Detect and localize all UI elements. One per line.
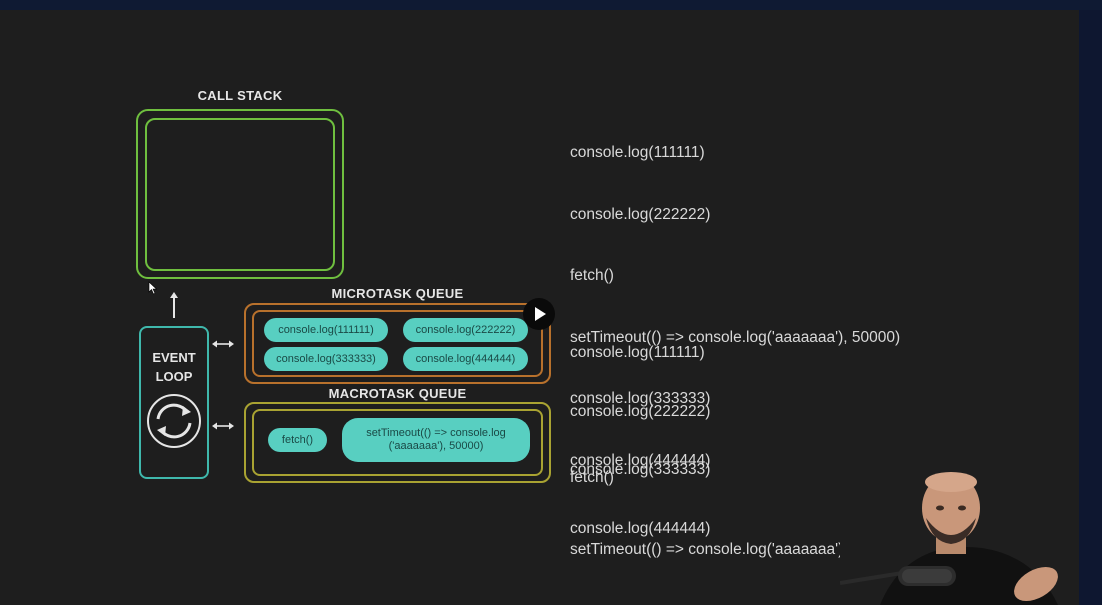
microtask-queue-outer-frame: [244, 303, 551, 384]
code-line: console.log(111111): [570, 144, 705, 161]
macrotask-queue-inner-frame: [252, 409, 543, 476]
double-arrow-icon: [212, 340, 234, 348]
macrotask-queue-outer-frame: [244, 402, 551, 483]
microtask-queue-inner-frame: [252, 310, 543, 377]
event-loop-label-line2: LOOP: [155, 369, 193, 384]
top-bar: [0, 0, 1102, 10]
microtask-item: console.log(333333): [264, 347, 388, 371]
microtask-queue-label: MICROTASK QUEUE: [331, 286, 464, 301]
code-line: console.log(444444): [570, 519, 711, 537]
macrotask-item: fetch(): [268, 428, 327, 452]
macrotask-item: setTimeout(() => console.log ('aaaaaaa')…: [342, 418, 530, 462]
code-line: fetch(): [570, 267, 614, 284]
code-line: console.log(222222): [570, 402, 711, 420]
code-block-source: console.log(111111) console.log(222222) …: [570, 102, 900, 492]
macrotask-queue-label: MACROTASK QUEUE: [328, 386, 467, 401]
call-stack-inner-frame: [145, 118, 335, 271]
call-stack-outer-frame: [136, 109, 344, 279]
play-icon: [535, 307, 546, 321]
code-line: fetch(): [570, 469, 614, 486]
microtask-item: console.log(444444): [403, 347, 528, 371]
presenter-image: [840, 468, 1079, 605]
microtask-item: console.log(111111): [264, 318, 388, 342]
call-stack-label: CALL STACK: [197, 88, 283, 103]
microtask-item: console.log(222222): [403, 318, 528, 342]
code-line: console.log(333333): [570, 390, 711, 407]
event-loop-label-line1: EVENT: [152, 350, 196, 365]
code-block-macrotasks: fetch() setTimeout(() => console.log('aa…: [570, 418, 900, 586]
code-line: setTimeout(() => console.log('aaaaaaa'),…: [570, 328, 901, 346]
right-bar: [1079, 10, 1102, 605]
cursor-icon: [148, 281, 158, 295]
code-line: console.log(333333): [570, 461, 711, 478]
presenter-webcam: [840, 468, 1079, 605]
up-arrow-icon: [170, 292, 178, 318]
event-loop-box: [139, 326, 209, 479]
cycle-arrows-icon: [147, 394, 201, 448]
play-button[interactable]: [523, 298, 555, 330]
code-block-microtasks: console.log(111111) console.log(222222) …: [570, 304, 710, 558]
code-line: console.log(222222): [570, 205, 711, 223]
code-line: console.log(111111): [570, 344, 705, 361]
code-line: console.log(444444): [570, 451, 711, 469]
double-arrow-icon: [212, 422, 234, 430]
